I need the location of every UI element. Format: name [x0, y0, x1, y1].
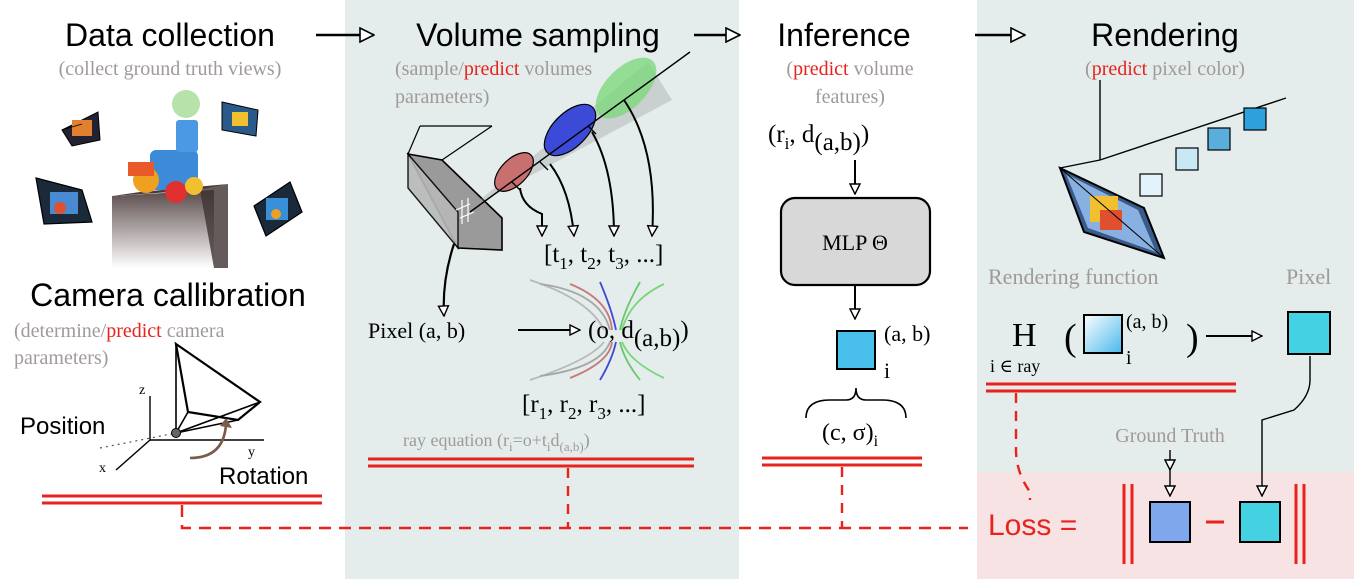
inference-caption-open: ( — [786, 58, 793, 80]
rendering-sample-square — [1083, 314, 1123, 354]
rendering-square-sup: (a, b) — [1126, 311, 1168, 333]
rendering-caption-open: ( — [1085, 58, 1092, 80]
camera-caption-predict: predict — [106, 320, 162, 342]
ray-equation-mid: =o+t — [513, 430, 547, 450]
samples-r-label: [r1, r2, r3, ...] — [522, 391, 645, 423]
volume-sampling-title: Volume sampling — [416, 17, 660, 53]
ray-label-sub: (a,b) — [634, 325, 681, 352]
output-square — [836, 330, 876, 370]
volume-sampling-panel — [345, 0, 739, 579]
inference-input-sub-i: i — [785, 134, 790, 153]
loss-ground-truth-square — [1149, 501, 1191, 543]
axis-x-label: x — [99, 461, 106, 476]
output-sub: i — [884, 358, 890, 383]
sample-weight-curves-bottom — [529, 341, 665, 381]
camera-caption-open: (determine/ — [14, 320, 107, 342]
inference-caption-rest: volume — [849, 58, 914, 80]
rendering-caption-rest: pixel color) — [1147, 58, 1245, 80]
data-collection-title: Data collection — [65, 17, 275, 53]
volume-caption-rest: volumes — [519, 58, 592, 80]
pixel-label: Pixel (a, b) — [368, 318, 465, 343]
ray-parameters-label: (o, d(a,b)) — [588, 317, 689, 352]
rendering-operator: H — [1012, 317, 1037, 354]
camera-view-top-left — [61, 111, 101, 147]
camera-view-left — [35, 177, 93, 225]
toy-scene-illustration — [35, 90, 303, 268]
camera-pose-diagram — [99, 341, 264, 471]
rendering-close-paren: ) — [1186, 317, 1199, 359]
volume-caption-open: (sample/ — [395, 58, 464, 80]
features-main: (c, σ) — [822, 420, 874, 446]
samples-r-sub-1: 1 — [539, 404, 548, 423]
ray-volume-illustration — [406, 51, 691, 316]
ground-truth-label: Ground Truth — [1115, 425, 1224, 447]
inference-caption-predict: predict — [793, 58, 849, 80]
loss-predicted-square — [1239, 501, 1281, 543]
position-label: Position — [20, 413, 105, 440]
camera-calibration-title: Camera callibration — [30, 277, 306, 313]
rendering-function-label: Rendering function — [988, 264, 1158, 289]
loss-connections — [42, 382, 1236, 530]
inference-caption: (predict volume — [786, 58, 913, 80]
samples-t-sub-3: 3 — [615, 254, 624, 273]
samples-r-open: [r — [522, 391, 539, 418]
rendering-operator-sub: i ∈ ray — [990, 356, 1040, 376]
samples-r-sub-2: 2 — [568, 404, 577, 423]
volume-sampling-caption-line2: parameters) — [395, 86, 489, 108]
inference-input-label: (ri, d(a,b)) — [768, 121, 869, 156]
inference-title: Inference — [777, 17, 910, 53]
ray-equation-sub-t: i — [547, 439, 551, 454]
volume-caption-predict: predict — [464, 58, 520, 80]
inference-input-mid: , d — [789, 121, 815, 148]
ray-label-main: (o, d — [588, 317, 634, 344]
samples-t-sub-1: 1 — [559, 254, 568, 273]
ray-equation-close: ) — [584, 430, 590, 451]
rendering-ray-illustration — [1058, 80, 1287, 260]
rotation-label: Rotation — [219, 463, 308, 490]
camera-caption-rest: camera — [162, 320, 225, 342]
rendering-title: Rendering — [1091, 17, 1239, 53]
samples-t-open: [t — [544, 241, 559, 268]
ray-equation-sub-i: i — [509, 439, 513, 454]
camera-view-top-right — [221, 101, 259, 137]
data-collection-caption: (collect ground truth views) — [59, 58, 282, 80]
rendering-square-sub: i — [1126, 347, 1132, 369]
ray-equation-sub-d: (a,b) — [560, 439, 584, 454]
features-label: (c, σ)i — [822, 420, 879, 450]
samples-t-sub-2: 2 — [587, 254, 596, 273]
mlp-label: MLP Θ — [822, 230, 888, 255]
camera-calibration-caption: (determine/predict camera — [14, 320, 225, 342]
samples-r-tail: , ...] — [606, 391, 646, 418]
inference-input-open: (r — [768, 121, 785, 148]
camera-view-right — [253, 181, 303, 237]
pixel-connector — [1262, 356, 1311, 496]
rendered-pixel-square — [1287, 311, 1331, 355]
axis-z-label: z — [139, 383, 145, 398]
samples-r-sub-3: 3 — [597, 404, 606, 423]
ray-equation: ray equation (ri=o+tid(a,b)) — [403, 430, 590, 454]
inference-input-close: ) — [861, 121, 869, 148]
samples-t-tail: , ...] — [624, 241, 664, 268]
camera-calibration-caption-line2: parameters) — [14, 347, 108, 369]
volume-sampling-caption: (sample/predict volumes — [395, 58, 592, 80]
rendering-open-paren: ( — [1064, 317, 1077, 359]
rendering-panel — [977, 0, 1354, 472]
samples-t-label: [t1, t2, t3, ...] — [544, 241, 663, 273]
axis-y-label: y — [248, 445, 255, 460]
inference-caption-line2: features) — [815, 86, 885, 108]
inference-input-sub-ab: (a,b) — [814, 129, 861, 156]
rendering-caption: (predict pixel color) — [1085, 58, 1245, 80]
sample-weight-curves-top — [529, 279, 665, 331]
ray-equation-open: ray equation (r — [403, 430, 509, 451]
rendering-caption-predict: predict — [1092, 58, 1148, 80]
loss-label: Loss = — [988, 509, 1077, 542]
features-sub: i — [874, 433, 879, 450]
output-sup: (a, b) — [884, 321, 930, 346]
features-brace — [805, 387, 907, 419]
rendering-pixel-label: Pixel — [1286, 264, 1331, 289]
